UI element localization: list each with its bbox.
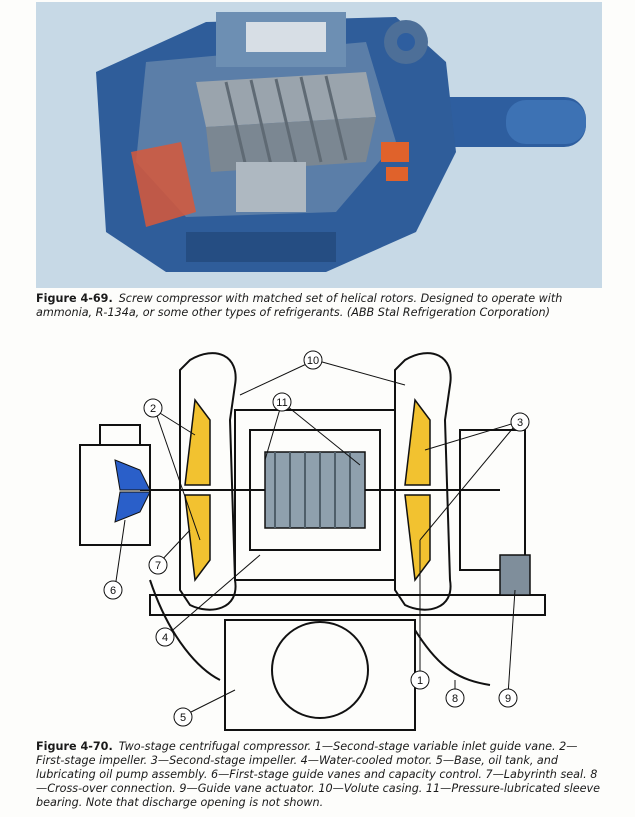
callout-label-9: 9 <box>505 693 511 705</box>
figure-4-69-number: Figure 4-69. <box>36 292 113 305</box>
callout-label-1: 1 <box>417 675 423 687</box>
centrifugal-compressor-drawing: 10 2 11 3 7 6 4 5 1 8 9 <box>79 350 546 731</box>
callout-label-4: 4 <box>162 632 168 644</box>
callout-label-11: 11 <box>276 397 287 409</box>
callout-label-8: 8 <box>452 693 458 705</box>
callout-label-5: 5 <box>180 712 186 724</box>
callout-6 <box>103 580 123 600</box>
callout-1 <box>410 670 430 690</box>
figure-4-70-text: Two-stage centrifugal compressor. 1—Seco… <box>36 740 600 809</box>
callout-10 <box>303 350 323 370</box>
figure-4-69-text: Screw compressor with matched set of hel… <box>36 292 563 319</box>
callout-2 <box>143 398 163 418</box>
figure-4-70-caption: Figure 4-70.Two-stage centrifugal compre… <box>36 740 602 810</box>
callout-8 <box>445 688 465 708</box>
callout-9 <box>498 688 518 708</box>
screw-compressor-illustration <box>36 2 602 288</box>
callout-7 <box>148 555 168 575</box>
callout-11 <box>272 392 292 412</box>
callout-label-2: 2 <box>150 403 156 415</box>
figure-4-69-caption: Figure 4-69.Screw compressor with matche… <box>36 292 602 320</box>
callout-label-3: 3 <box>517 417 523 429</box>
callout-3 <box>510 412 530 432</box>
callout-label-6: 6 <box>110 585 116 597</box>
volute-casing-right <box>394 352 452 611</box>
callout-5 <box>173 707 193 727</box>
figure-4-70-number: Figure 4-70. <box>36 740 113 753</box>
callout-4 <box>155 627 175 647</box>
callout-label-10: 10 <box>307 355 319 367</box>
callout-label-7: 7 <box>155 560 161 572</box>
